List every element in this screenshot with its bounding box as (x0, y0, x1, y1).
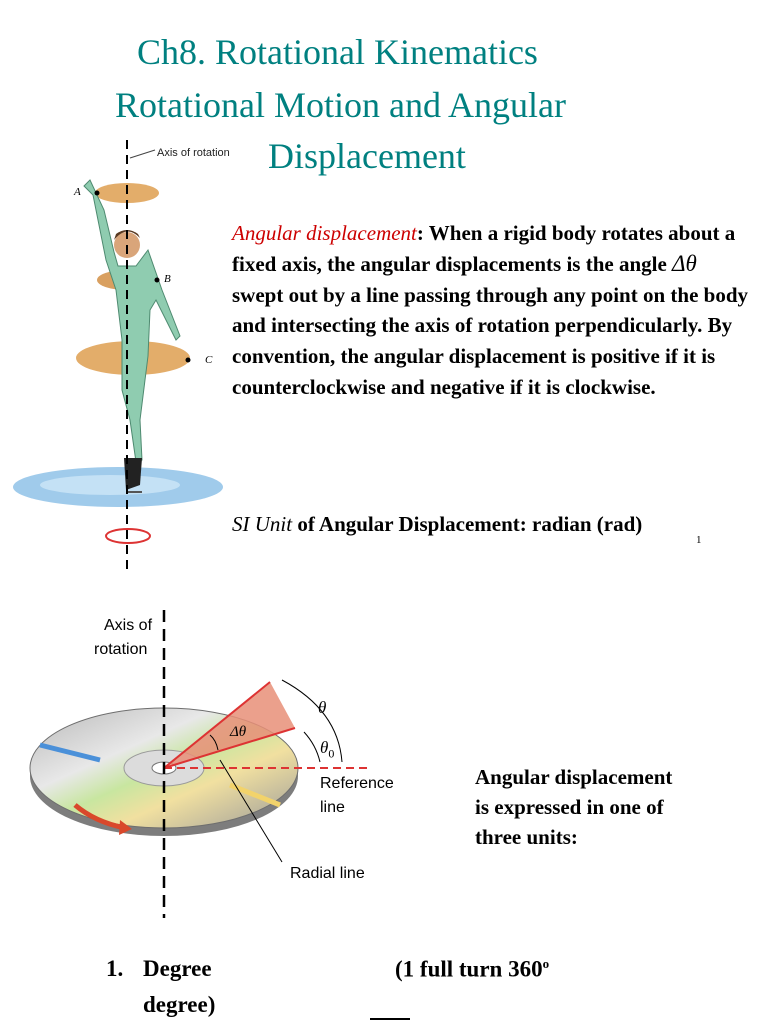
delta-theta-symbol: Δθ (672, 250, 697, 276)
cd-figure: Axis of rotation θ Δθ θ0 Reference line … (20, 600, 440, 920)
cd-axis-label-1: Axis of (104, 617, 153, 634)
si-unit-term: SI Unit (232, 512, 293, 536)
point-c-label: C (205, 354, 213, 366)
cd-illustration (29, 610, 370, 918)
definition-text-2: swept out by a line passing through any … (232, 282, 749, 399)
definition-text-1: When a rigid body rotates about a fixed … (232, 221, 736, 276)
radial-line-label: Radial line (290, 865, 365, 882)
theta0-subscript: 0 (328, 746, 335, 761)
list-item-1-label-2: degree) (143, 992, 216, 1017)
page-title-line-3: Displacement (268, 136, 466, 176)
reference-line-label-1: Reference (320, 775, 394, 792)
list-item-1-note-text: (1 full turn 360 (395, 956, 543, 982)
units-intro: Angular displacement is expressed in one… (475, 762, 672, 852)
cd-axis-label-2: rotation (94, 641, 148, 658)
page-title-line-1: Ch8. Rotational Kinematics (137, 32, 538, 72)
arrow-decoration (370, 1018, 410, 1020)
page-title-line-2: Rotational Motion and Angular (115, 85, 566, 125)
definition-colon: : (416, 221, 424, 245)
list-item-1-number: 1. (106, 956, 124, 981)
theta-label: θ (318, 698, 327, 717)
theta0-label: θ0 (320, 738, 334, 761)
skater-illustration (13, 140, 223, 570)
skater-figure: Axis of rotation A B C (0, 140, 232, 570)
angular-displacement-definition: Angular displacement: When a rigid body … (232, 218, 752, 403)
list-item-1-label-1: Degree (143, 956, 212, 981)
si-unit-text: of Angular Displacement: radian (rad) (292, 512, 643, 536)
list-item-1-note-sup: o (542, 956, 550, 971)
definition-term: Angular displacement (232, 221, 417, 245)
units-intro-line-3: three units: (475, 825, 578, 849)
point-b-label: B (164, 273, 171, 285)
slide-number: 1 (696, 534, 702, 546)
list-item-1-note: (1 full turn 360o (395, 956, 549, 983)
theta0-symbol: θ (320, 738, 329, 757)
units-intro-line-1: Angular displacement (475, 765, 673, 789)
si-unit-line: SI Unit of Angular Displacement: radian … (232, 512, 642, 537)
axis-of-rotation-label: Axis of rotation (157, 147, 230, 159)
delta-theta-label: Δθ (230, 724, 247, 740)
point-a-label: A (74, 186, 81, 198)
units-intro-line-2: is expressed in one of (475, 795, 664, 819)
reference-line-label-2: line (320, 799, 345, 816)
